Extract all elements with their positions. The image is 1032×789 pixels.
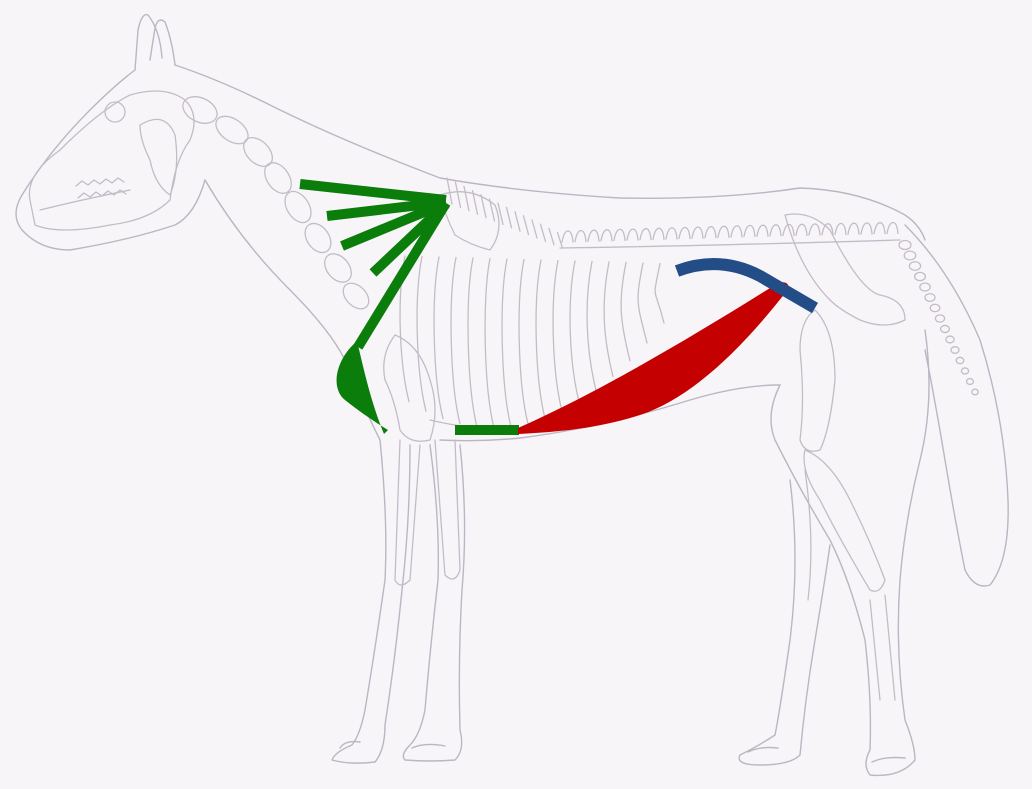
- diagram-canvas: [0, 0, 1032, 789]
- horse-anatomy-diagram: [0, 0, 1032, 789]
